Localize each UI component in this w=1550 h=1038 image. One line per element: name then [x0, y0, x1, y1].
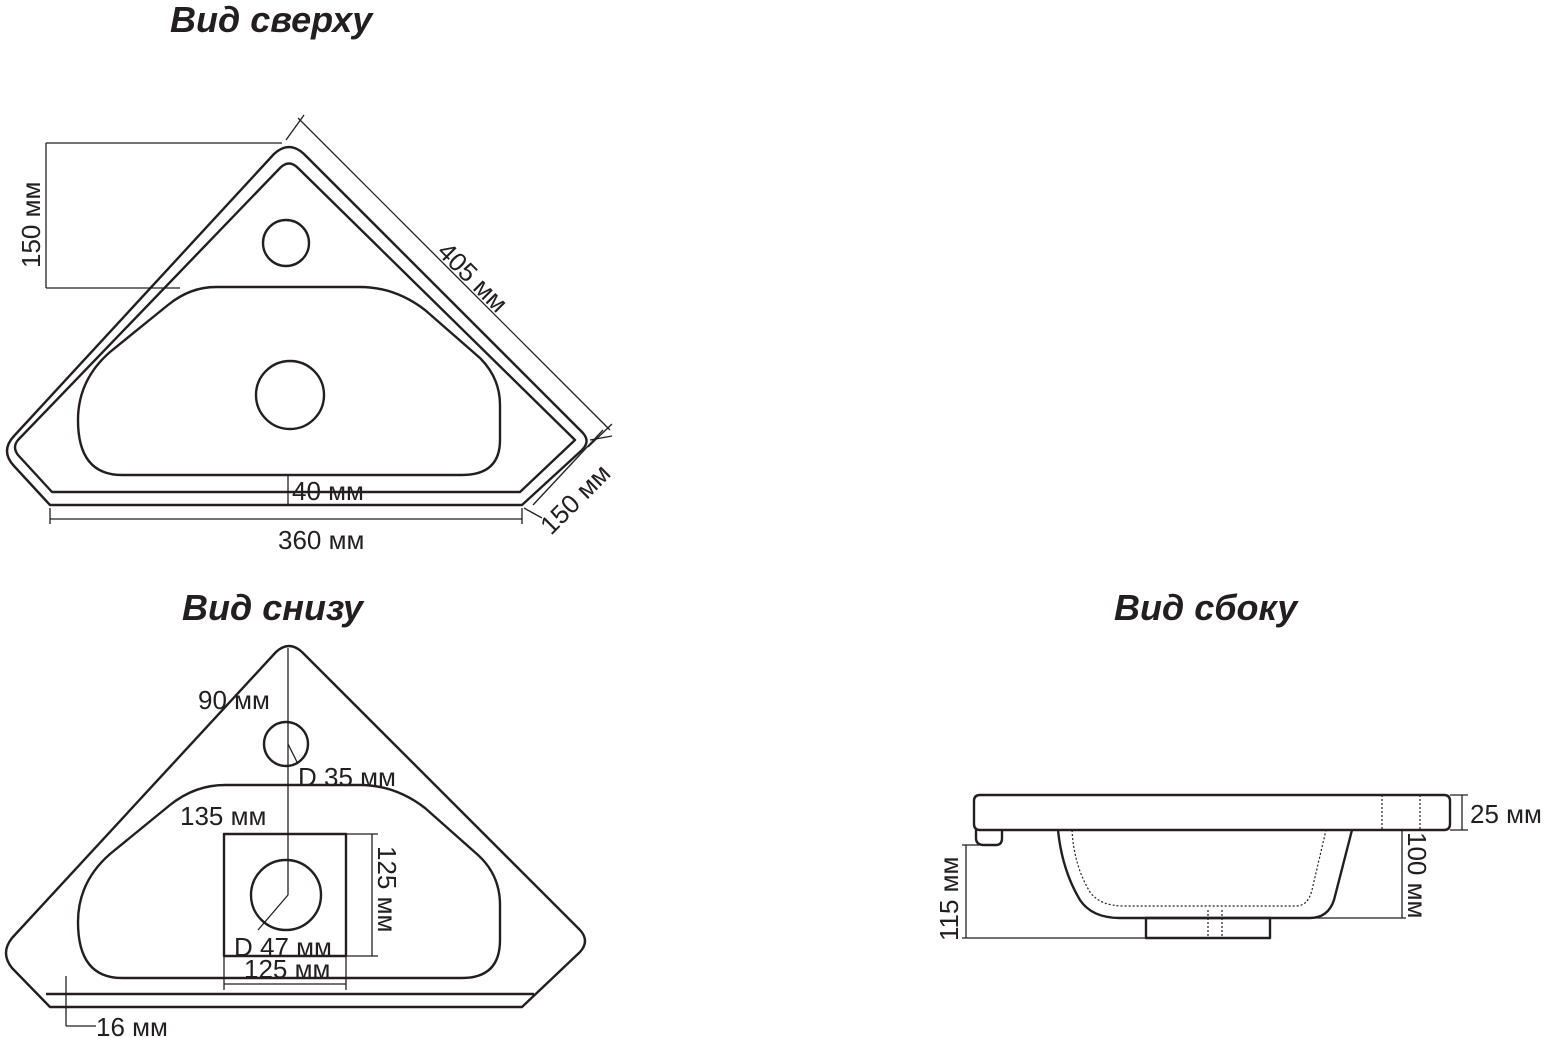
side-left-foot — [974, 830, 1004, 847]
side-bowl-outer — [1056, 829, 1354, 920]
top-dim-150b-ext-a — [589, 435, 613, 441]
top-dim-150-label: 150 мм — [16, 182, 46, 268]
bottom-dim-135-label: 135 мм — [180, 801, 266, 831]
bottom-view: Вид снизу 90 мм D 35 мм 135 мм 125 мм D … — [4, 587, 587, 1038]
bottom-drain-hole — [249, 858, 323, 932]
top-dim-405-ext-a — [285, 114, 305, 141]
top-dim-405-label: 405 мм — [432, 236, 514, 318]
bottom-view-title: Вид снизу — [182, 587, 365, 628]
side-bowl-inner — [1071, 829, 1327, 907]
top-rim-inner — [13, 162, 577, 494]
top-dim-40-label: 40 мм — [292, 476, 364, 506]
top-view-title: Вид сверху — [170, 0, 374, 40]
bottom-tap-diameter-leader — [287, 743, 299, 765]
top-view: Вид сверху 150 мм 405 мм 150 мм 40 мм — [5, 0, 616, 555]
bottom-dim-125v-label: 125 мм — [372, 846, 402, 932]
side-dim-25-label: 25 мм — [1470, 799, 1542, 829]
top-sink-outline — [5, 145, 588, 507]
top-dim-150b-line — [532, 429, 604, 506]
top-dim-150b-ext-b — [523, 507, 543, 519]
top-tap-hole — [261, 218, 311, 268]
bottom-sink-outline — [4, 644, 587, 1009]
side-view: Вид сбоку 25 мм 100 мм 115 мм — [934, 587, 1542, 941]
top-dim-360-label: 360 мм — [278, 525, 364, 555]
bottom-bowl-outline — [76, 783, 502, 980]
bottom-tap-hole — [262, 720, 310, 768]
side-dim-100-label: 100 мм — [1402, 832, 1432, 918]
top-drain-hole — [254, 359, 326, 431]
bottom-drain-square — [222, 832, 348, 958]
bottom-dim-d47-label: D 47 мм — [234, 932, 332, 962]
top-dim-405-ext-b — [587, 423, 613, 448]
top-dim-150b-label: 150 мм — [534, 458, 616, 540]
top-bowl-outline — [76, 285, 502, 477]
bottom-dim-16-label: 16 мм — [96, 1012, 168, 1038]
side-dim-115-label: 115 мм — [934, 857, 964, 941]
bottom-drain-diameter-leader — [257, 894, 289, 931]
bottom-dim-125h-label: 125 мм — [244, 954, 330, 984]
side-view-title: Вид сбоку — [1114, 587, 1299, 628]
side-top-slab — [972, 793, 1452, 832]
bottom-dim-90-label: 90 мм — [198, 685, 270, 715]
bottom-dim-d35-label: D 35 мм — [298, 762, 396, 792]
top-dim-405-line — [297, 117, 611, 431]
